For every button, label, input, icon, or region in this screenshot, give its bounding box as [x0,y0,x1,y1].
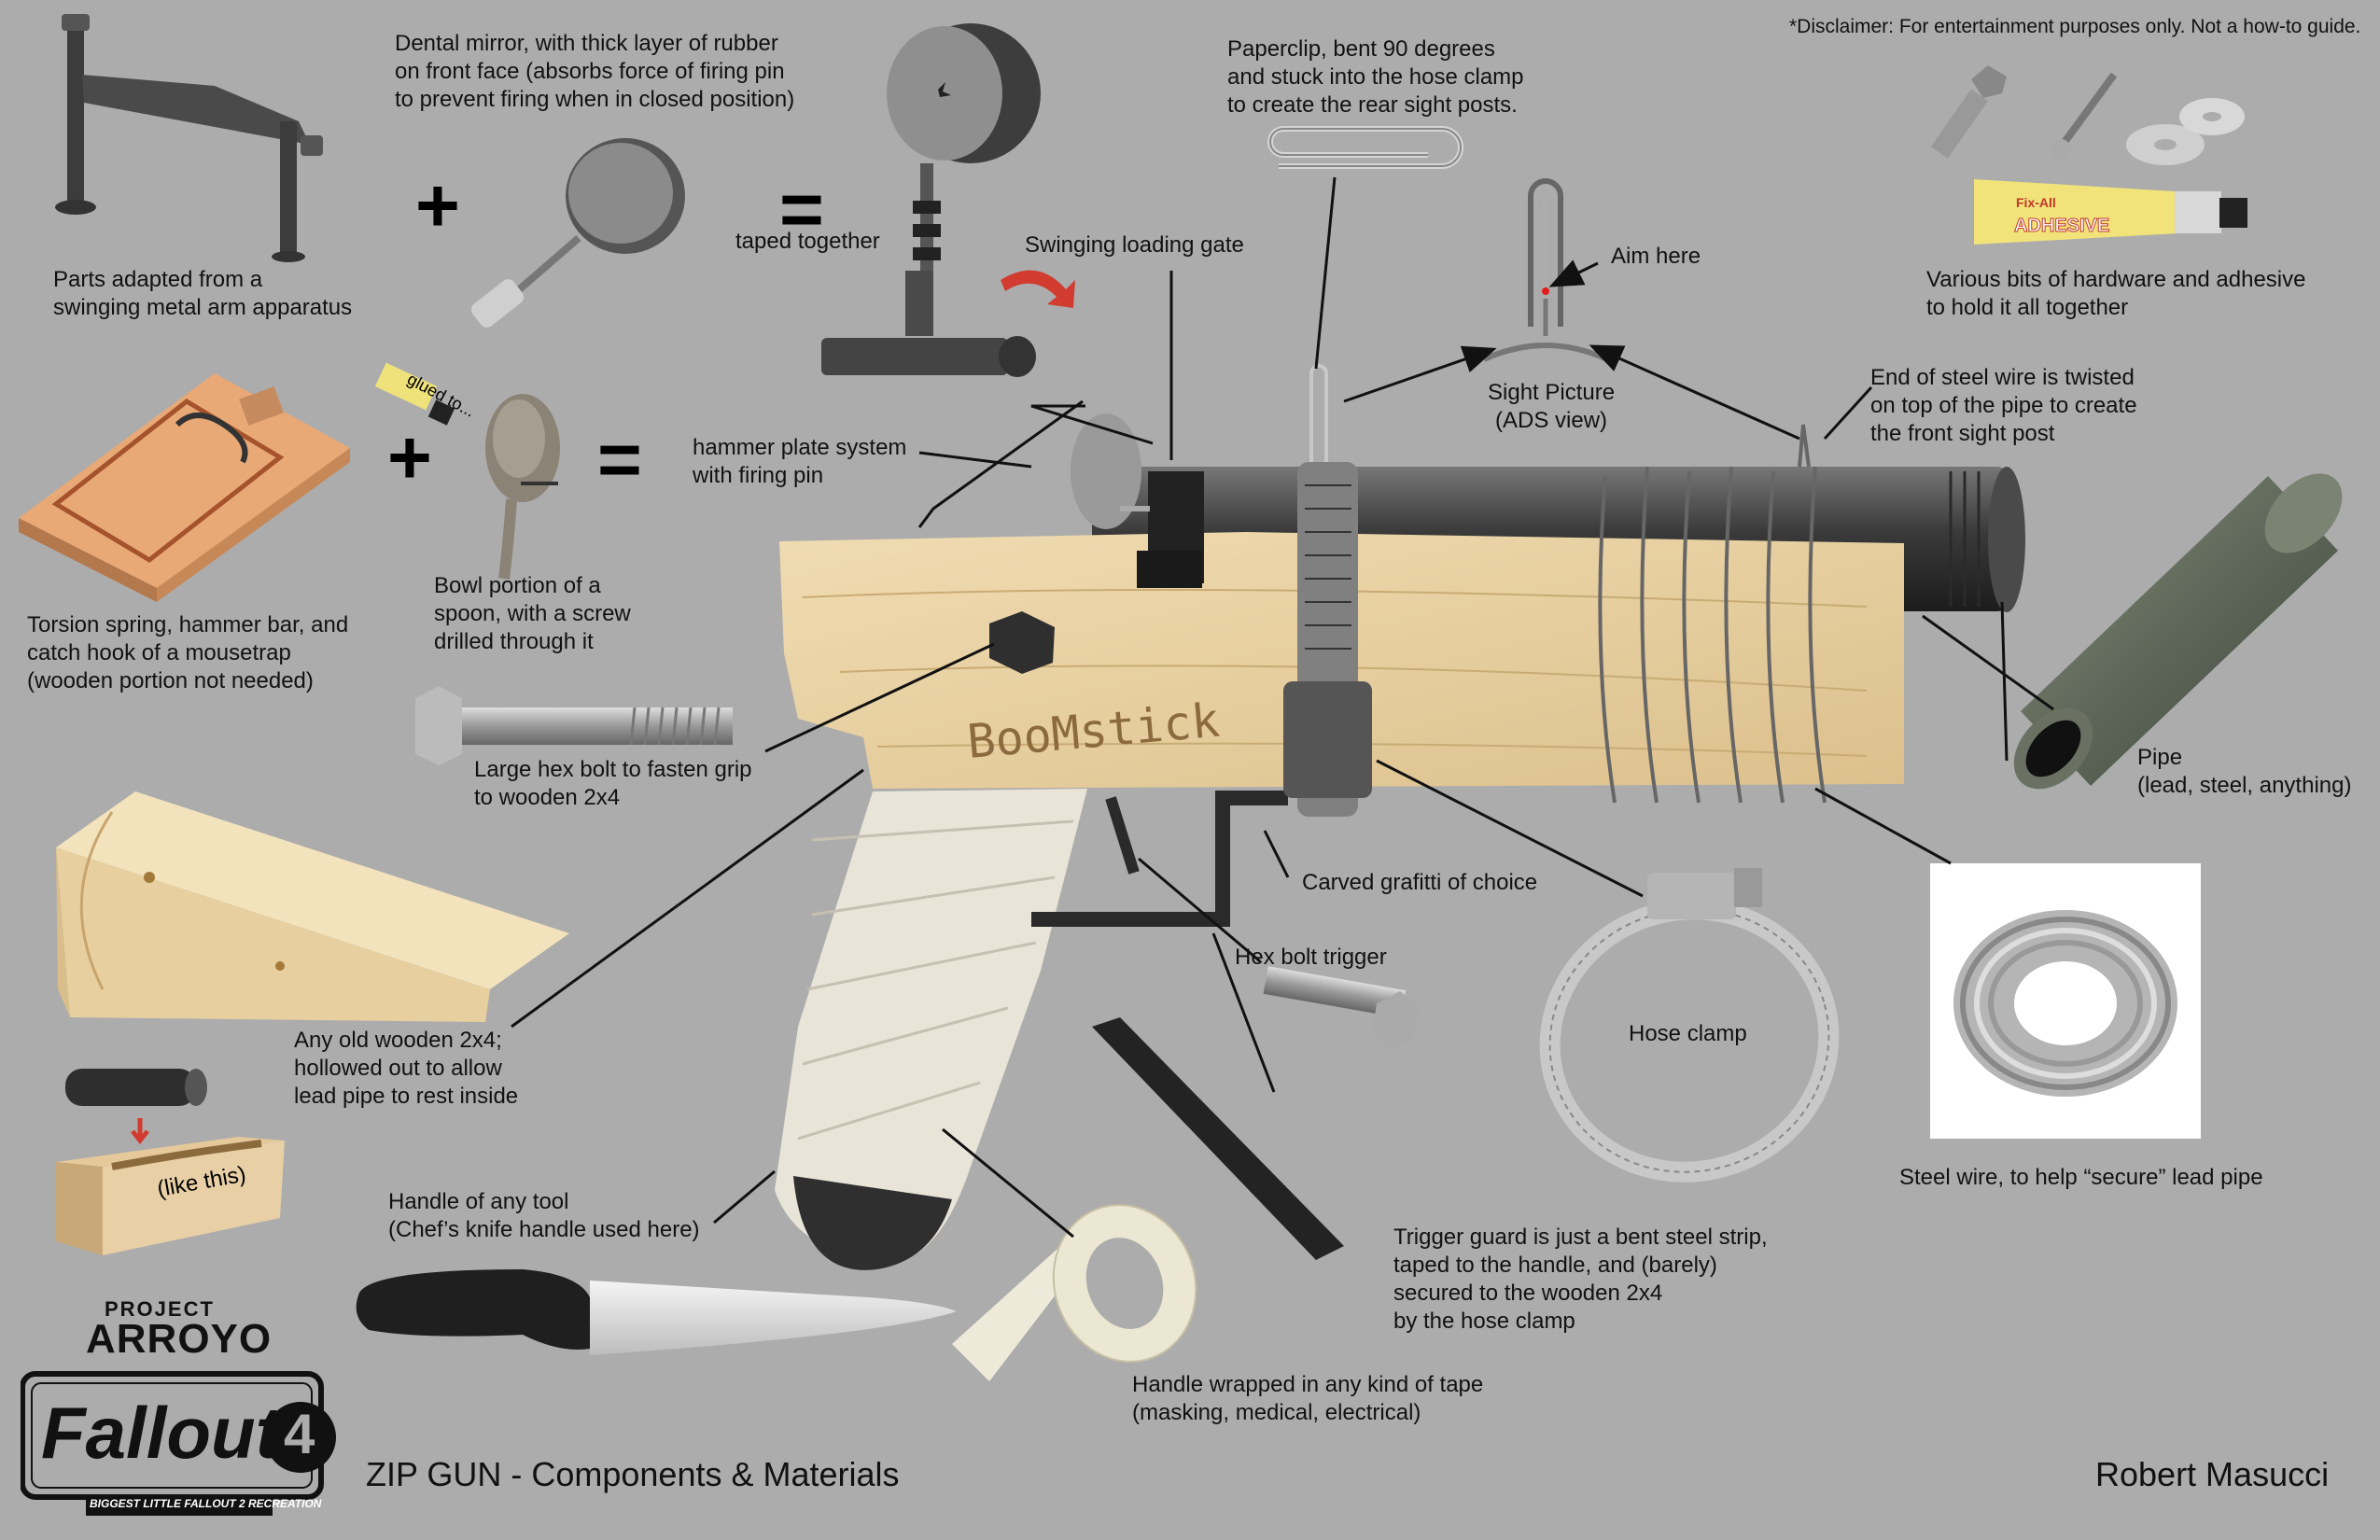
spoon-illustration [485,394,560,580]
label-loading-gate: Swinging loading gate [1025,232,1244,258]
label-aim-here: Aim here [1611,244,1701,269]
separate-pipe-illustration [2013,473,2343,790]
zip-gun-assembly [775,364,2025,1270]
label-tool-handle: Handle of any tool(Chef’s knife handle u… [388,1189,700,1242]
mousetrap-illustration [19,373,350,602]
label-sight-picture: Sight Picture(ADS view) [1488,380,1616,433]
equals-sign-1: = [779,167,824,252]
taped-assembly-illustration [821,23,1075,377]
metal-arm-illustration [55,14,323,262]
wood-2x4-illustration [56,791,569,1022]
label-trigger-guard: Trigger guard is just a bent steel strip… [1393,1225,1768,1334]
label-taped-together: taped together [735,229,880,254]
label-steel-wire: Steel wire, to help “secure” lead pipe [1899,1165,2263,1190]
logo-tagline: BIGGEST LITTLE FALLOUT 2 RECREATION [90,1497,322,1510]
dental-mirror-illustration [470,138,685,328]
disclaimer: *Disclaimer: For entertainment purposes … [1789,16,2361,37]
steel-wire-coil-illustration [1930,863,2201,1139]
label-pipe: Pipe(lead, steel, anything) [2137,745,2352,798]
plus-sign-2: + [387,415,432,500]
trigger-guard-strip-illustration [1092,1017,1344,1260]
author-name: Robert Masucci [2095,1455,2330,1493]
logo-project: PROJECT [105,1297,215,1321]
plus-sign-1: + [415,163,460,248]
paperclip-illustration [1267,126,1463,169]
project-arroyo-logo: PROJECT ARROYO Fallout 4 BIGGEST LITTLE … [21,1297,347,1526]
hardware-adhesive-illustration: Fix-All ADHESIVE [1930,65,2247,245]
logo-fallout: Fallout [41,1392,280,1474]
large-hex-bolt-illustration [415,686,733,765]
leader-lines [511,176,2054,1239]
logo-four: 4 [284,1403,315,1465]
hollowed-block-illustration [56,1069,285,1255]
logo-arroyo: ARROYO [86,1316,273,1362]
tape-roll-illustration [952,1204,1197,1381]
label-hose-clamp: Hose clamp [1629,1021,1747,1046]
adhesive-tube-brand: Fix-All [2016,195,2056,210]
label-carved-graffiti: Carved grafitti of choice [1302,870,1538,895]
page-title: ZIP GUN - Components & Materials [366,1455,900,1493]
logo-frame [21,1371,336,1516]
label-dental-mirror: Dental mirror, with thick layer of rubbe… [395,31,795,112]
hose-clamp-illustration [1539,868,1840,1183]
label-tape: Handle wrapped in any kind of tape(maski… [1132,1372,1484,1425]
label-wooden-2x4: Any old wooden 2x4;hollowed out to allow… [294,1028,519,1109]
equals-sign-2: = [597,417,642,502]
chefs-knife-illustration [356,1269,957,1355]
label-hex-bolt-trigger: Hex bolt trigger [1235,945,1387,970]
adhesive-tube-name: ADHESIVE [2014,216,2109,236]
glue-tube-illustration [374,362,455,426]
sight-picture-illustration [1482,178,1609,362]
small-hex-bolt-illustration [1263,966,1419,1050]
